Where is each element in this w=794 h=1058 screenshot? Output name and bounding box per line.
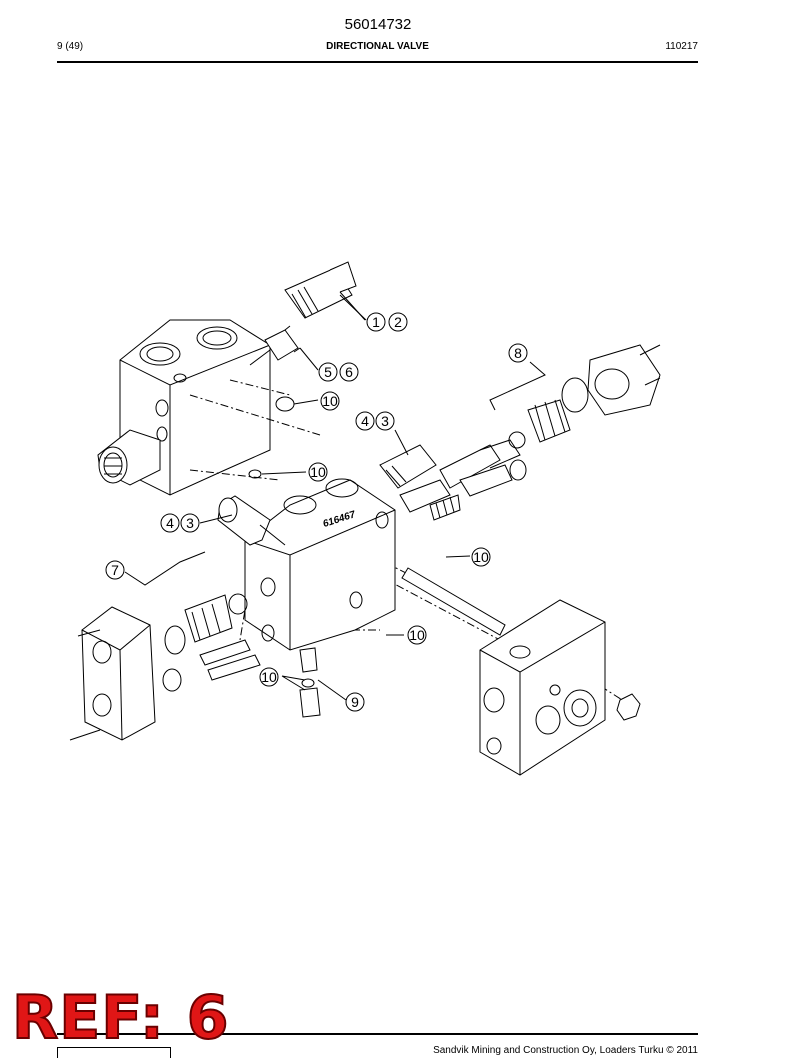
shaft — [401, 567, 506, 636]
end-cap-7 — [69, 593, 261, 741]
page-header: 9 (49) DIRECTIONAL VALVE 110217 — [57, 41, 698, 55]
callout-4-a: 4 — [361, 413, 369, 429]
callout-1: 1 — [372, 314, 380, 330]
callout-4-b: 4 — [166, 515, 174, 531]
middle-valve-block — [244, 478, 396, 651]
callout-3-b: 3 — [186, 515, 194, 531]
callout-5: 5 — [324, 364, 332, 380]
callout-6: 6 — [345, 364, 353, 380]
callout-8: 8 — [514, 345, 522, 361]
callout-3-a: 3 — [381, 413, 389, 429]
exploded-view-drawing: 1 2 5 6 10 4 3 10 4 3 10 10 10 9 7 8 616… — [69, 261, 661, 776]
ref-stamp: REF: 6 — [11, 982, 230, 1054]
document-title: DIRECTIONAL VALVE — [326, 41, 429, 52]
end-block-right — [479, 599, 641, 776]
callout-10-b: 10 — [310, 464, 326, 480]
upper-valve-block — [97, 319, 271, 496]
callout-10-c: 10 — [473, 549, 489, 565]
fitting-5-6 — [249, 325, 301, 366]
o-ring-10-upper — [275, 396, 295, 412]
spool-assembly — [399, 431, 527, 521]
callout-7: 7 — [111, 562, 119, 578]
callout-10-a: 10 — [322, 393, 338, 409]
document-code: 110217 — [665, 41, 698, 52]
spring-cover-8 — [527, 344, 661, 443]
cartridge-3-4-right — [379, 444, 437, 489]
page-indicator: 9 (49) — [57, 41, 84, 52]
callout-9: 9 — [351, 694, 359, 710]
header-rule — [57, 61, 698, 63]
cartridge-1-2 — [284, 261, 366, 321]
document-number: 56014732 — [344, 16, 412, 33]
leader-lines — [124, 294, 546, 701]
callout-10-d: 10 — [409, 627, 425, 643]
plug-9 — [299, 647, 321, 718]
footer-rule — [57, 1033, 698, 1035]
callout-2: 2 — [394, 314, 402, 330]
o-ring-10-small-upper — [248, 469, 262, 479]
callout-10-e: 10 — [261, 669, 277, 685]
callout-circles — [105, 312, 528, 712]
footer-copyright: Sandvik Mining and Construction Oy, Load… — [433, 1045, 698, 1056]
cartridge-3-4-left — [217, 495, 286, 546]
callout-labels: 1 2 5 6 10 4 3 10 4 3 10 10 10 9 7 8 616… — [111, 314, 522, 710]
